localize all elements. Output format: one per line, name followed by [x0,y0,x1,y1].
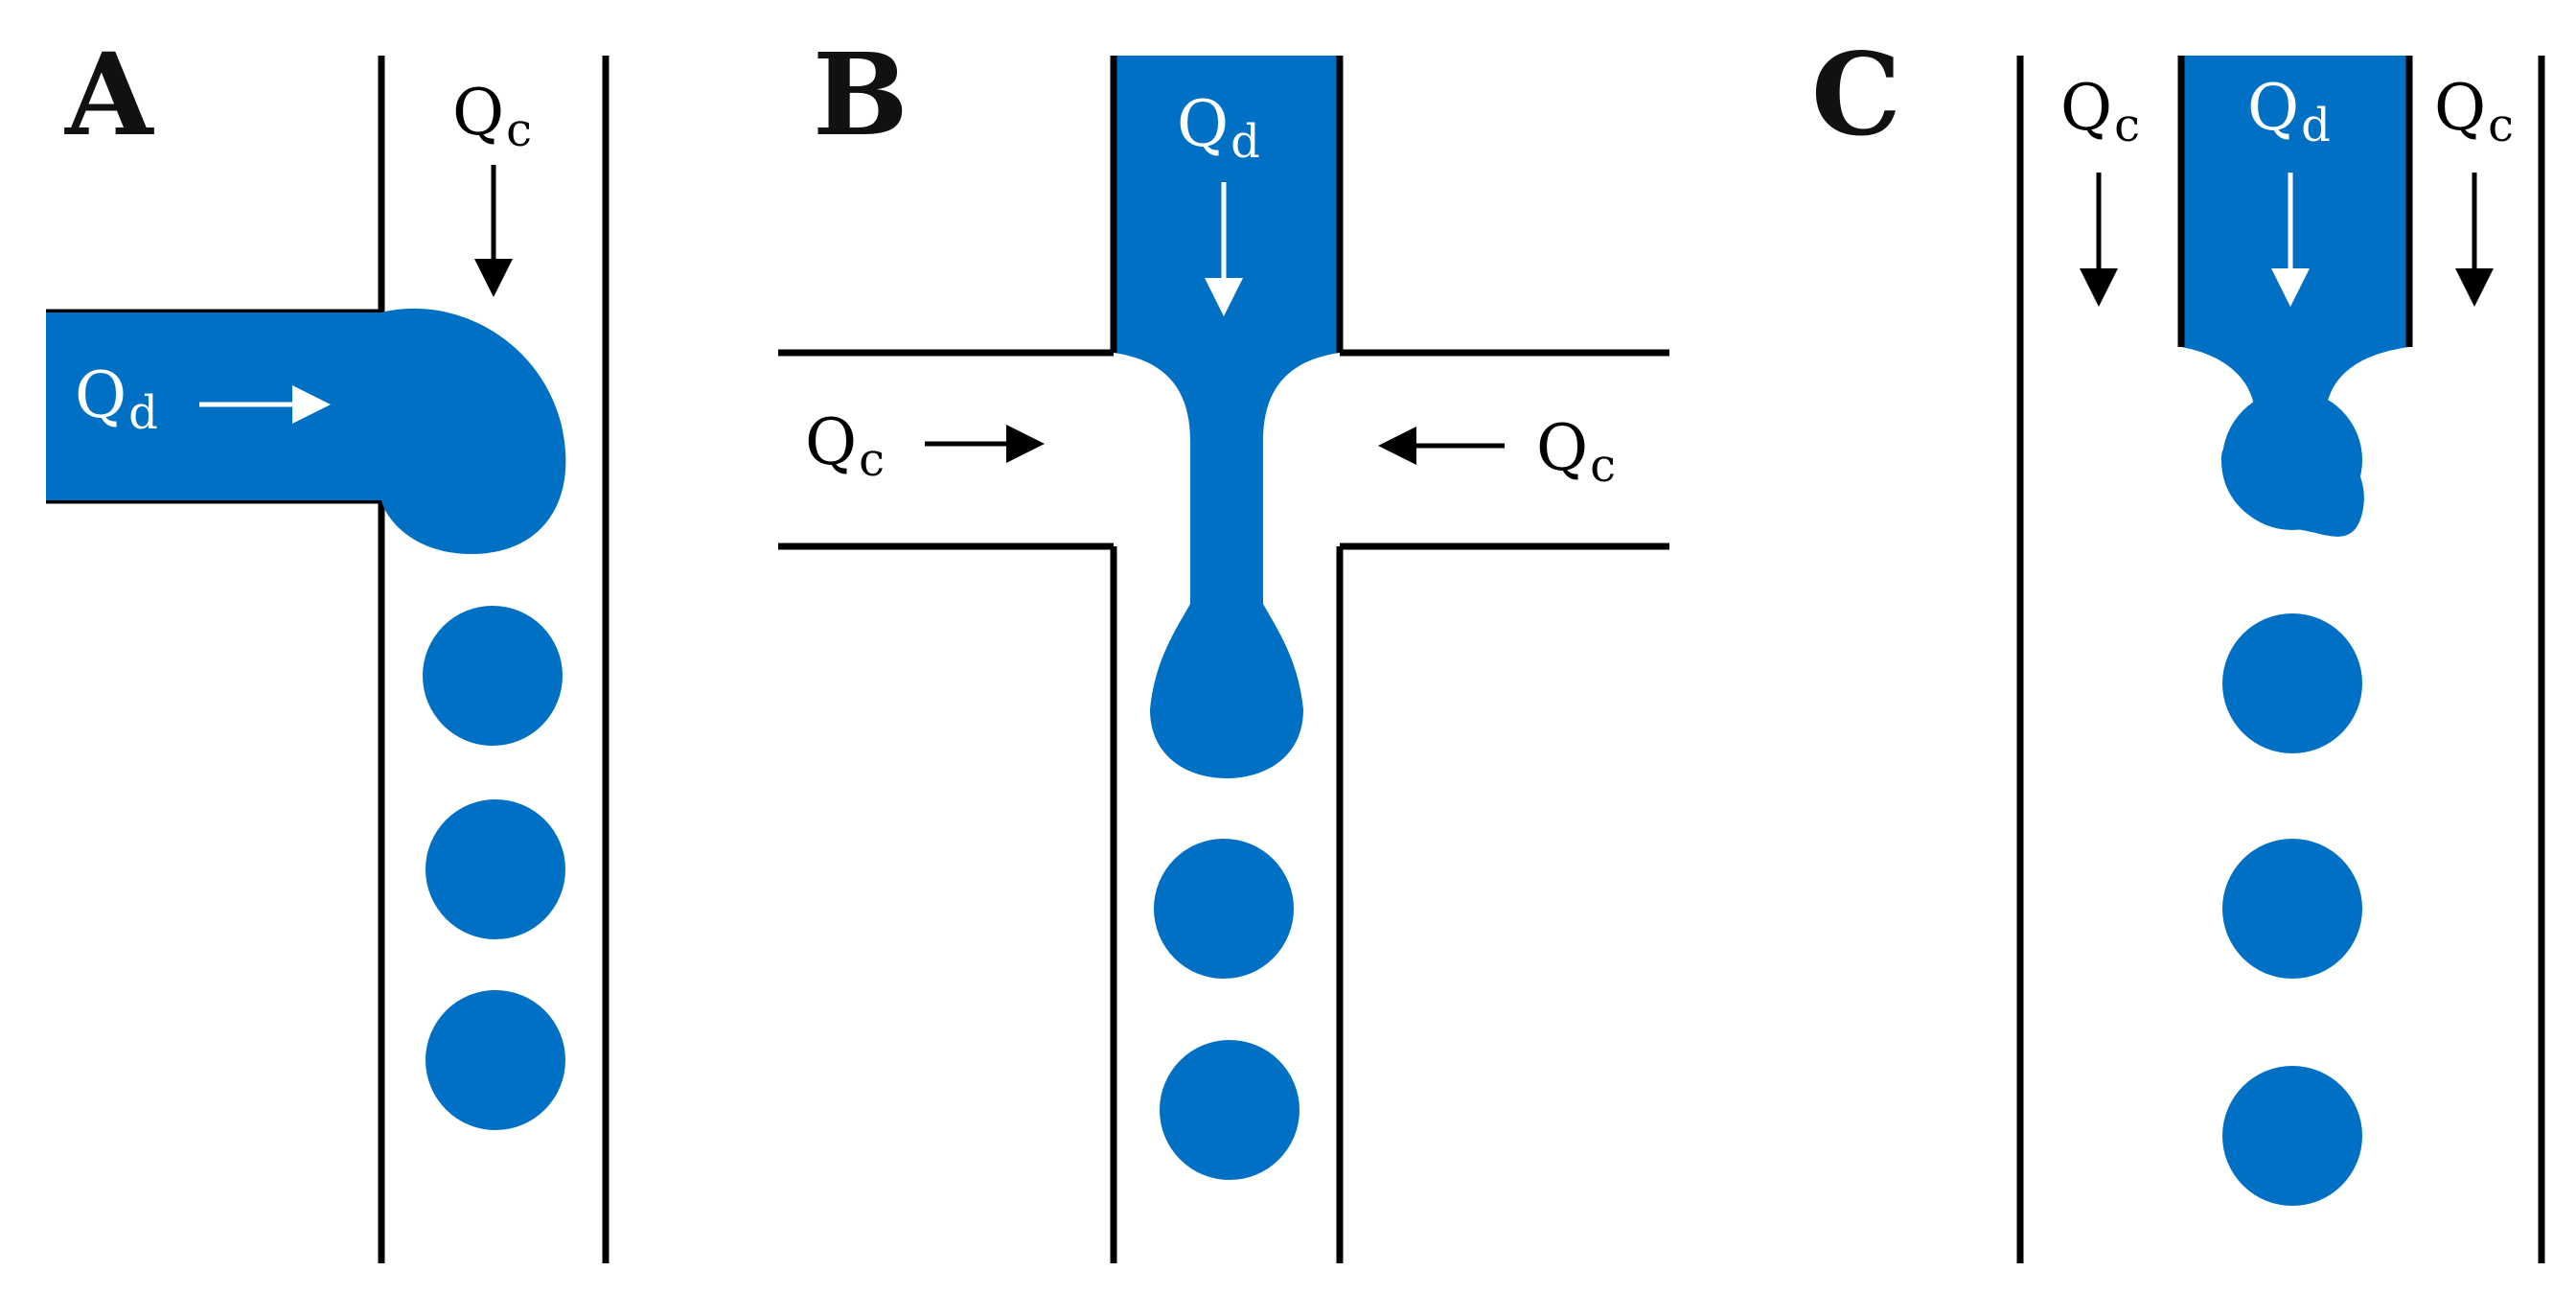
panel-c-qd-label: Qd [2247,71,2331,152]
panel-c-droplet [2222,613,2362,753]
panel-c: C Qc Qd Qc [1811,28,2545,1263]
panel-c-qc-left-label: Qc [2060,71,2140,152]
panel-a-dispersed-phase [46,308,566,554]
panel-a-letter: A [64,28,154,161]
panel-a-droplet [426,799,565,939]
panel-a-qc-label: Qc [452,76,532,157]
panel-c-qc-right-label: Qc [2434,71,2514,152]
panel-a-droplet [423,606,563,746]
panel-b-dispersed-phase [1114,56,1340,778]
panel-c-forming-droplet [2222,390,2362,530]
panel-b: B Qd Qc Qc [778,28,1669,1263]
panel-b-qc-left-label: Qc [805,405,885,487]
panel-b-letter: B [813,28,908,161]
panel-b-qd-label: Qd [1177,87,1260,169]
panel-c-letter: C [1811,28,1901,161]
panel-a: A Qc Qd [46,28,610,1263]
panel-b-qc-right-label: Qc [1536,411,1616,493]
panel-b-droplet [1160,1040,1300,1180]
panel-a-qd-label: Qd [75,358,158,440]
panel-c-droplet [2222,839,2362,979]
panel-c-droplet [2222,1066,2362,1206]
panel-a-droplet [426,990,565,1130]
panel-b-droplet [1154,839,1294,979]
